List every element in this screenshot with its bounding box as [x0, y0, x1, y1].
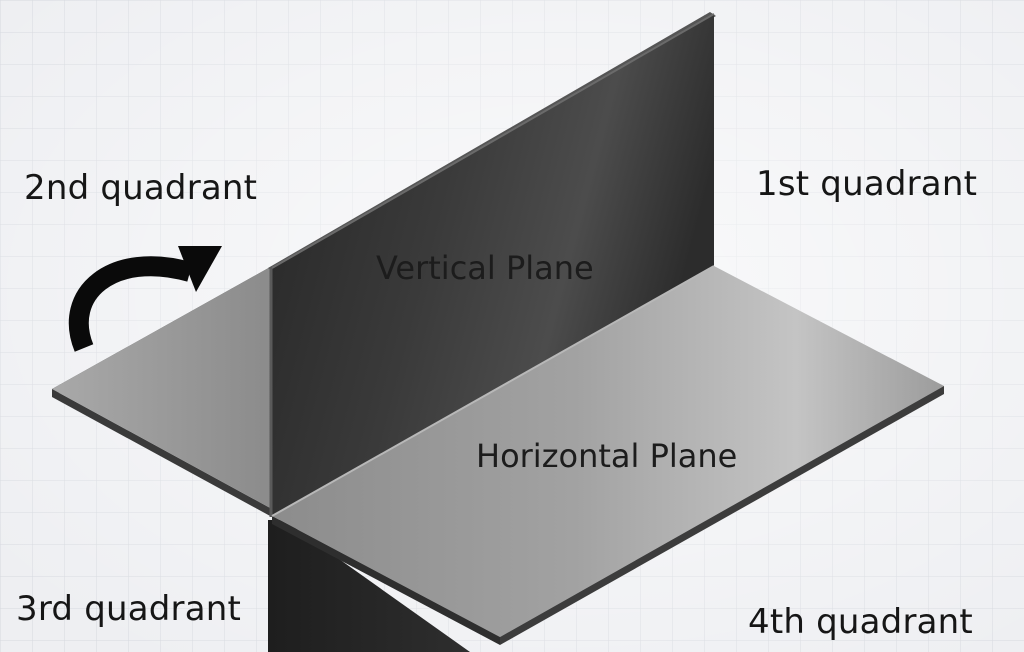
vertical-plane-rim: [271, 13, 715, 269]
horizontal-plane-left-front: [52, 389, 272, 517]
vertical-plane-lower: [268, 520, 470, 652]
horizontal-plane-right-edge: [500, 386, 944, 645]
horizontal-plane-right: [272, 266, 944, 637]
horizontal-plane-label: Horizontal Plane: [476, 437, 738, 475]
curved-rotation-arrow-icon: [68, 246, 222, 352]
vertical-plane: [272, 14, 714, 517]
fourth-quadrant-label: 4th quadrant: [748, 602, 973, 642]
vertical-plane-label: Vertical Plane: [376, 249, 594, 287]
horizontal-plane-front-edge: [272, 516, 500, 645]
third-quadrant-label: 3rd quadrant: [16, 589, 242, 629]
first-quadrant-label: 1st quadrant: [756, 164, 978, 204]
second-quadrant-label: 2nd quadrant: [24, 168, 258, 208]
horizontal-plane-rim: [271, 265, 715, 517]
horizontal-plane-left: [52, 266, 272, 509]
